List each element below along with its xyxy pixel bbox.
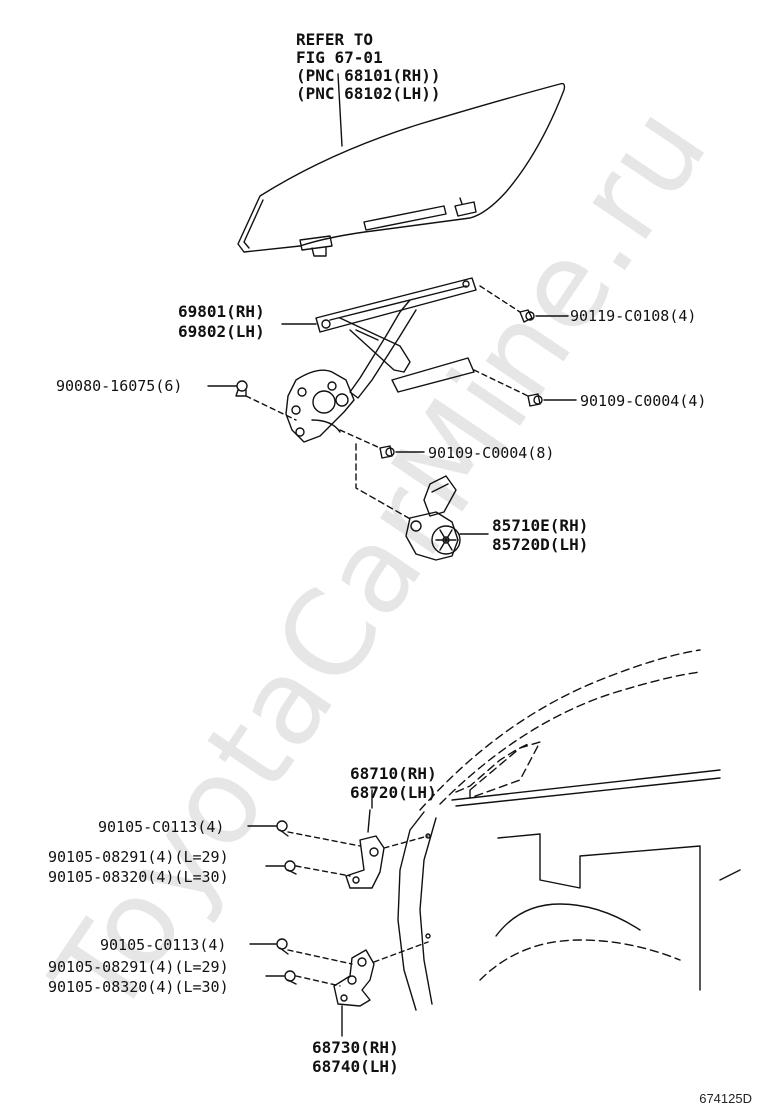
lower-hinge-bolt-3: 90105-08320(4)(L=30) [48,978,229,996]
dash-line [479,285,521,313]
lower-hinge [333,949,375,1007]
bolt-icon [276,820,289,837]
regulator-part-lh: 69802(LH) [178,322,265,341]
dash-line [295,865,351,877]
upper-hinge-bolt-1: 90105-C0113(4) [98,818,225,836]
dash-line [355,443,413,521]
bolt-icon [284,860,297,875]
glass-reference-line-4: (PNC 68102(LH)) [296,84,441,103]
dash-line [287,949,353,965]
upper-hinge-bolt-2: 90105-08291(4)(L=29) [48,848,229,866]
motor-part-rh: 85710E(RH) [492,516,589,535]
dash-line [339,429,381,449]
bolt-icon [527,393,543,407]
lower-hinge-part-rh: 68730(RH) [312,1038,399,1057]
bolt-icon [284,970,297,985]
lower-hinge-bolt-1: 90105-C0113(4) [100,936,227,954]
upper-hinge [345,809,385,889]
dash-line [287,831,361,847]
upper-hinge-part-lh: 68720(LH) [350,783,437,802]
bolt-lower-part: 90109-C0004(8) [428,444,555,462]
figure-code: 674125D [699,1091,752,1106]
glass-reference-line-3: (PNC 68101(RH)) [296,66,441,85]
upper-hinge-part-rh: 68710(RH) [350,764,437,783]
motor-part-lh: 85720D(LH) [492,535,589,554]
glass-reference-line-1: REFER TO [296,30,374,49]
bolt-left-part: 90080-16075(6) [56,377,183,395]
dash-line [295,975,341,987]
dash-line [245,395,297,421]
bolt-icon [379,445,395,459]
bolt-icon [519,309,535,323]
dash-line [383,835,429,849]
bolt-icon [276,938,289,955]
glass-reference-line-2: FIG 67-01 [296,48,383,67]
dash-line [473,369,529,397]
door-glass [237,82,566,257]
regulator-part-rh: 69801(RH) [178,302,265,321]
bolt-icon [235,380,248,397]
lower-hinge-part-lh: 68740(LH) [312,1057,399,1076]
bolt-top-right-part: 90119-C0108(4) [570,307,697,325]
glass-leader [337,73,343,147]
window-regulator [285,277,477,443]
lower-hinge-bolt-2: 90105-08291(4)(L=29) [48,958,229,976]
upper-hinge-bolt-3: 90105-08320(4)(L=30) [48,868,229,886]
vehicle-body [397,649,741,1011]
dash-line [373,941,429,963]
bolt-mid-right-part: 90109-C0004(4) [580,392,707,410]
window-motor [405,475,461,561]
